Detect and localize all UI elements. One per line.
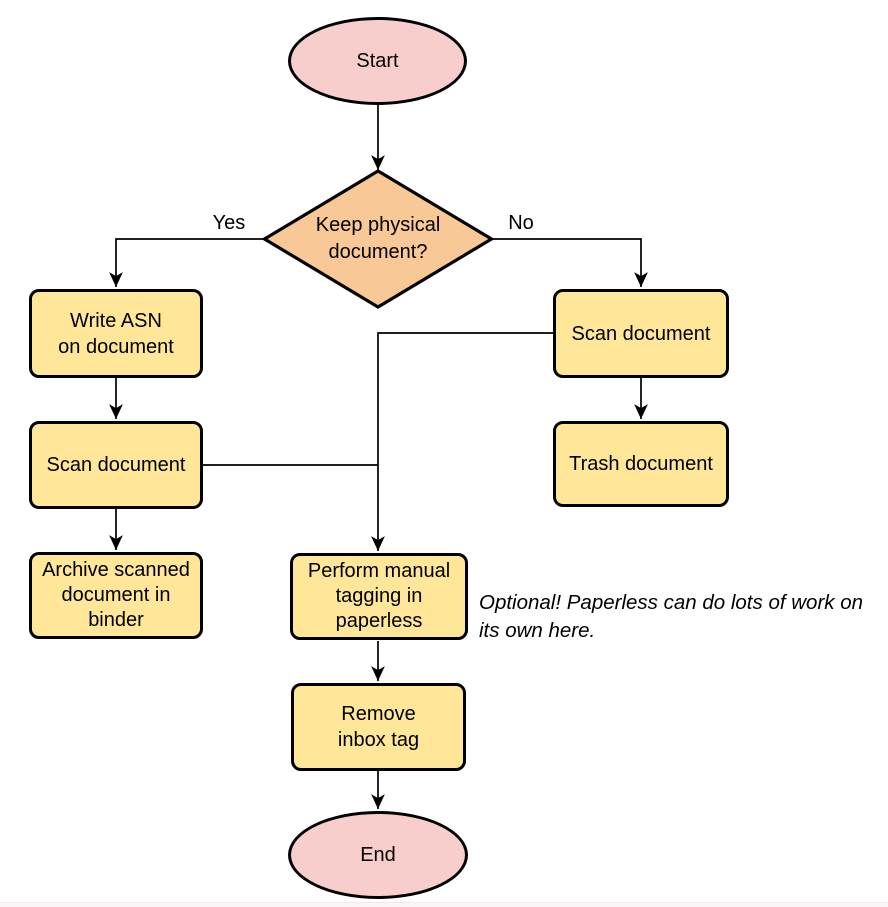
manual-tagging-node-label: Perform manual tagging in paperless <box>307 560 451 632</box>
start-node: Start <box>288 17 467 105</box>
remove-inbox-tag-node-label: Remove inbox tag <box>337 703 420 751</box>
end-node: End <box>288 811 468 899</box>
scan-document-right-node: Scan document <box>553 289 729 378</box>
decision-diamond-shape <box>261 169 495 309</box>
edge-scan-right-to-manual-tagging <box>371 332 553 551</box>
page-bottom-divider <box>0 902 888 903</box>
scan-document-left-node-label: Scan document <box>46 454 186 476</box>
manual-tagging-node: Perform manual tagging in paperless <box>290 553 468 640</box>
trash-document-node-label: Trash document <box>569 453 713 475</box>
decision-node-label: Keep physical document? <box>315 214 441 263</box>
end-node-label: End <box>360 844 396 866</box>
trash-document-node: Trash document <box>553 421 729 507</box>
start-node-label: Start <box>356 50 399 72</box>
edge-decision-no-to-scan-right <box>491 238 648 287</box>
scan-document-right-node-label: Scan document <box>571 322 711 345</box>
write-asn-node: Write ASN on document <box>29 289 203 378</box>
archive-document-node: Archive scanned document in binder <box>29 552 203 639</box>
edge-decision-yes-to-write-asn <box>109 238 265 287</box>
scan-document-left-node: Scan document <box>29 421 203 509</box>
page-bottom-strip <box>0 903 888 907</box>
edge-label-no: No <box>508 212 534 234</box>
remove-inbox-tag-node: Remove inbox tag <box>291 683 466 771</box>
optional-note-text: Optional! Paperless can do lots of work … <box>479 591 864 642</box>
write-asn-node-label: Write ASN on document <box>58 309 174 358</box>
archive-document-node-label: Archive scanned document in binder <box>42 559 190 631</box>
edge-label-yes: Yes <box>212 212 246 234</box>
